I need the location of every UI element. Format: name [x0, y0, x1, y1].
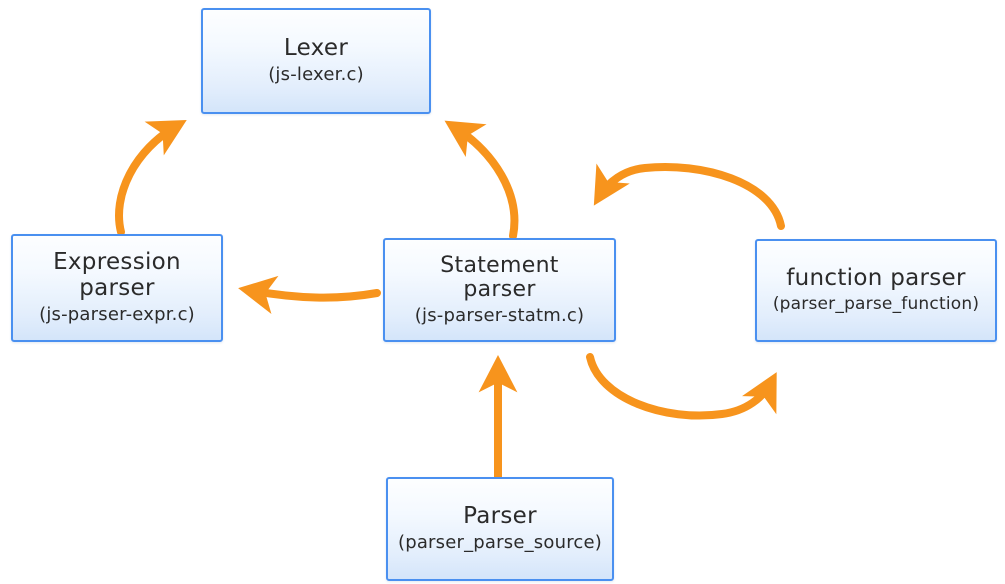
node-lexer-subtitle: (js-lexer.c)	[268, 64, 364, 86]
node-function-parser-title: function parser	[786, 265, 966, 292]
node-lexer-title: Lexer	[283, 35, 349, 62]
node-statement-parser-subtitle: (js-parser-statm.c)	[414, 304, 585, 326]
edge-statement-to-lexer	[444, 120, 519, 240]
node-statement-parser-title: Statement parser	[440, 252, 559, 303]
edge-function-to-statement	[593, 163, 785, 230]
node-expression-parser-title: Expression parser	[53, 249, 181, 302]
node-lexer[interactable]: Lexer (js-lexer.c)	[201, 8, 431, 114]
edge-expression-to-lexer	[115, 120, 187, 236]
node-parser-subtitle: (parser_parse_source)	[397, 532, 603, 554]
edge-statement-to-function	[586, 353, 777, 420]
node-expression-parser-subtitle: (js-parser-expr.c)	[39, 303, 195, 325]
edge-statement-to-expression	[238, 275, 381, 315]
node-parser[interactable]: Parser (parser_parse_source)	[386, 477, 614, 581]
node-parser-title: Parser	[463, 503, 537, 530]
node-statement-parser[interactable]: Statement parser (js-parser-statm.c)	[383, 238, 616, 342]
node-function-parser-subtitle: (parser_parse_function)	[772, 294, 980, 315]
node-function-parser[interactable]: function parser (parser_parse_function)	[755, 239, 997, 342]
node-expression-parser[interactable]: Expression parser (js-parser-expr.c)	[11, 234, 223, 342]
